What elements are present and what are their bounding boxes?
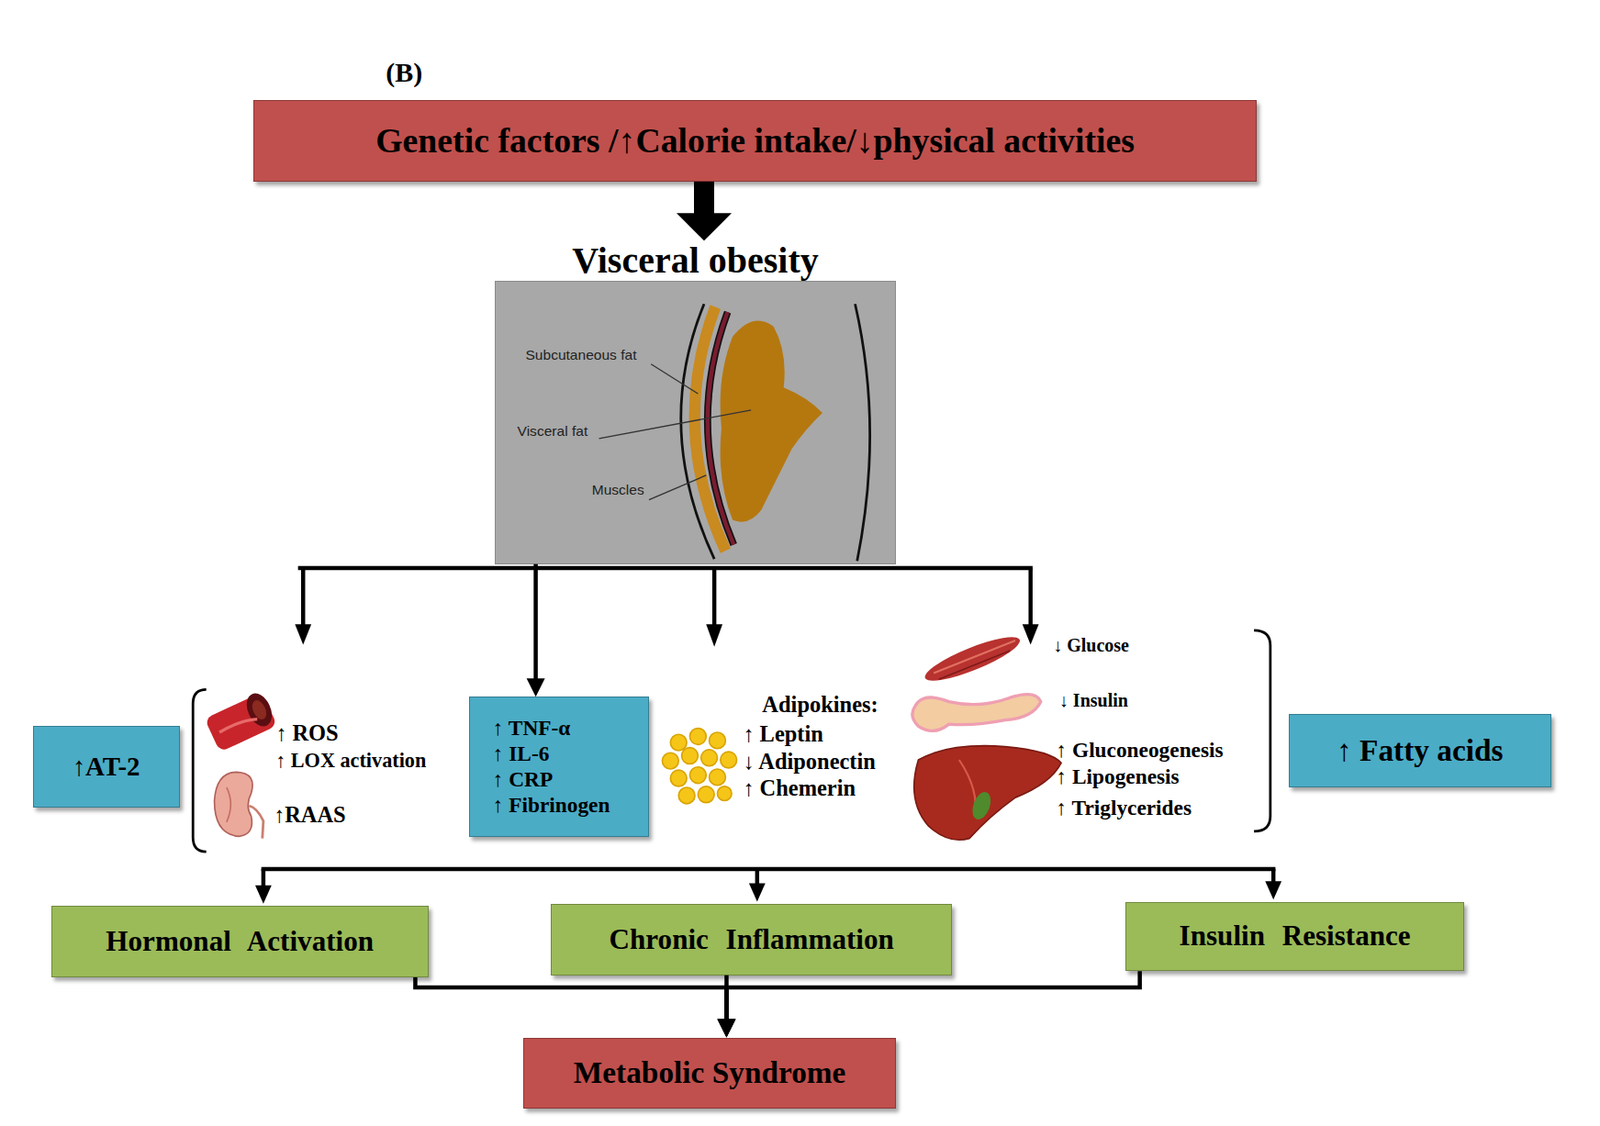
list-item: ↑ Fibrinogen <box>492 792 611 818</box>
annotation-label: Adipokines: <box>761 693 878 717</box>
arrow-shaft <box>1271 869 1276 884</box>
box-text: ↑ Fatty acids <box>1336 734 1503 769</box>
list-item: ↑ IL-6 <box>492 740 550 767</box>
list-item: ↑ TNF-α <box>492 715 571 741</box>
outcome-box: Insulin Resistance <box>1125 902 1465 973</box>
box-text: Metabolic Syndrome <box>573 1056 847 1091</box>
annotation-label: ↑RAAS <box>273 804 347 827</box>
panel-heading: Visceral obesity <box>458 240 933 281</box>
illustration-label: Visceral fat <box>517 424 589 439</box>
arrow-shaft <box>1028 568 1032 627</box>
annotation-label: ↑ LOX activation <box>275 750 426 772</box>
box-text: Insulin Resistance <box>1179 920 1411 952</box>
cause-box: Genetic factors /↑Calorie intake/↓physic… <box>253 100 1258 182</box>
arrow-head <box>255 885 272 905</box>
list-item: ↑ CRP <box>492 766 553 793</box>
factor-box: ↑ Fatty acids <box>1288 714 1552 788</box>
arrow-shaft <box>261 869 266 888</box>
arrow-shaft <box>755 869 760 886</box>
illustration-label: Muscles <box>592 482 645 498</box>
annotation-label: ↑ Triglycerides <box>1056 797 1193 819</box>
flow-arrow <box>716 971 1140 1038</box>
arrow-head <box>294 624 312 645</box>
factor-box: ↑AT-2 <box>33 726 180 808</box>
outcome-box: Chronic Inflammation <box>550 904 952 976</box>
blood-vessel-icon <box>204 689 278 752</box>
annotation-label: ↑ Leptin <box>742 723 824 746</box>
box-text: Chronic Inflammation <box>609 924 895 956</box>
factor-box: ↑ TNF-α↑ IL-6↑ CRP↑ Fibrinogen <box>469 696 649 837</box>
gray-panel <box>494 280 896 565</box>
arrow-head <box>1022 624 1040 645</box>
annotation-label: ↑ Gluconeogenesis <box>1056 739 1224 761</box>
flow-arrow <box>716 975 736 1039</box>
annotation-label: ↓ Glucose <box>1052 636 1130 655</box>
annotation-label: ↑ Lipogenesis <box>1056 766 1180 788</box>
arrow-head <box>1264 881 1282 900</box>
bus-line <box>298 566 1033 571</box>
bus-line <box>261 867 1276 872</box>
flow-arrow <box>414 977 736 1039</box>
box-text: Hormonal Activation <box>105 926 374 958</box>
illustration-panel: Visceral obesity <box>494 240 896 564</box>
annotation-label: ↑ ROS <box>275 722 339 745</box>
pancreas-icon <box>912 694 1041 732</box>
thick-arrow <box>676 181 732 241</box>
fat-cells-icon <box>661 728 737 805</box>
cause-box: Metabolic Syndrome <box>523 1038 896 1110</box>
box-text: ↑AT-2 <box>72 752 141 783</box>
bracket <box>192 689 206 852</box>
arrow-shaft <box>712 568 717 627</box>
annotation-label: ↓ Insulin <box>1059 691 1129 710</box>
flow-arrow <box>526 564 546 698</box>
kidney-icon <box>214 772 264 839</box>
arrow-head <box>749 883 766 902</box>
illustration-label: Subcutaneous fat <box>525 347 637 363</box>
annotation-label: (B) <box>385 58 423 87</box>
arrow-head <box>705 624 723 647</box>
muscle-icon <box>920 629 1024 689</box>
box-text: Genetic factors /↑Calorie intake/↓physic… <box>375 122 1135 161</box>
annotation-label: ↓ Adiponectin <box>742 750 876 773</box>
arrow-shaft <box>301 568 305 627</box>
liver-icon <box>914 746 1062 841</box>
outcome-box: Hormonal Activation <box>51 906 429 978</box>
bracket <box>1253 630 1271 832</box>
annotation-label: ↑ Chemerin <box>742 777 856 800</box>
